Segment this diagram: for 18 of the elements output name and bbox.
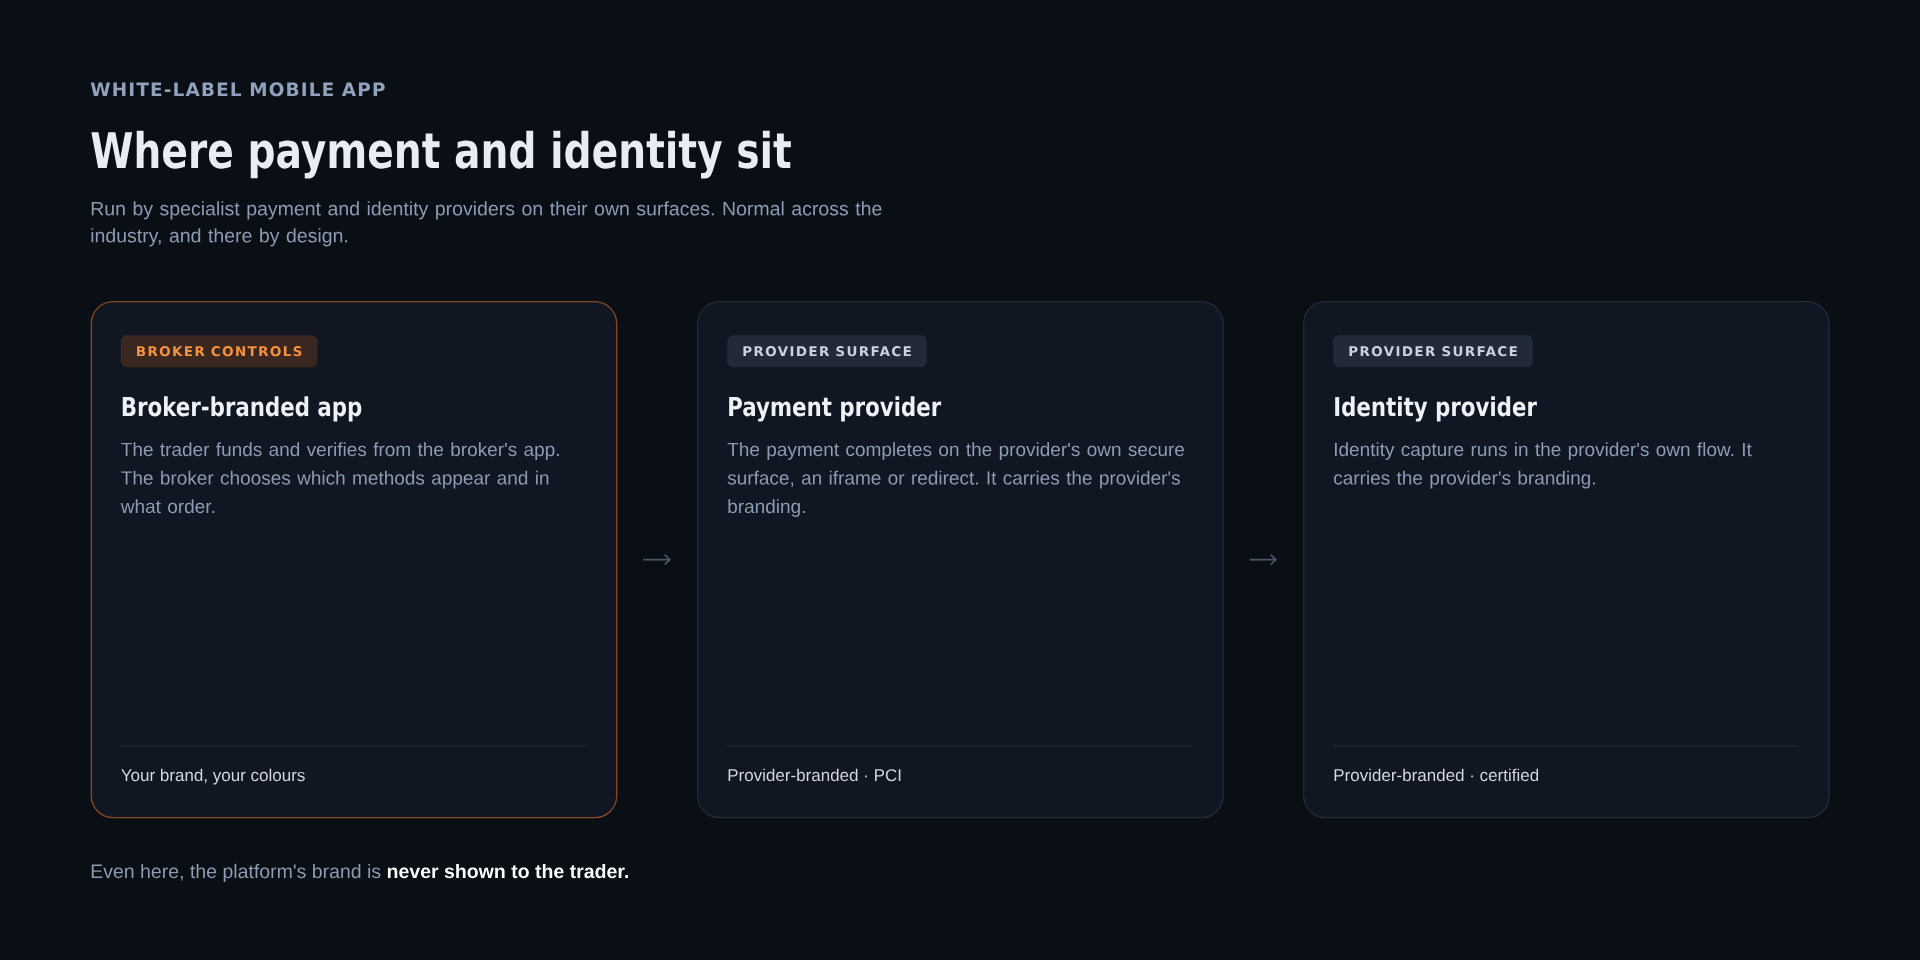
badge: PROVIDER SURFACE <box>727 335 927 368</box>
card-heading: Broker-branded app <box>122 396 362 422</box>
arrow <box>642 553 671 566</box>
caption-text: Even here, the platform's brand is never shown to the trader. <box>91 863 628 883</box>
arrow <box>1248 553 1277 566</box>
card-footer-text: Your brand, your colours <box>121 768 305 785</box>
badge: PROVIDER SURFACE <box>1333 335 1533 368</box>
eyebrow-label: WHITE-LABEL MOBILE APP <box>90 82 385 97</box>
card-text: Identity capture runs in the provider's own flow. It carries the provider's branding. <box>1334 442 1752 489</box>
title: Where payment and identity sit <box>91 130 791 179</box>
badge: BROKER CONTROLS <box>120 335 318 368</box>
subtitle: Run by specialist payment and identity providers on their own surfaces. Normal across the industry, and there by design. <box>91 201 882 247</box>
card-heading: Payment provider <box>729 396 942 422</box>
card-footer-text: Provider-branded · PCI <box>728 768 901 782</box>
card-text: The payment completes on the provider's own secure surface, an iframe or redirect. It carries the provider's branding. <box>727 442 1185 517</box>
card-text: The trader funds and verifies from the broker's app. The broker chooses which methods appear and in what order. <box>120 442 559 514</box>
card-footer-text: Provider-branded · certified <box>1334 768 1539 782</box>
card-heading: Identity provider <box>1335 396 1537 422</box>
